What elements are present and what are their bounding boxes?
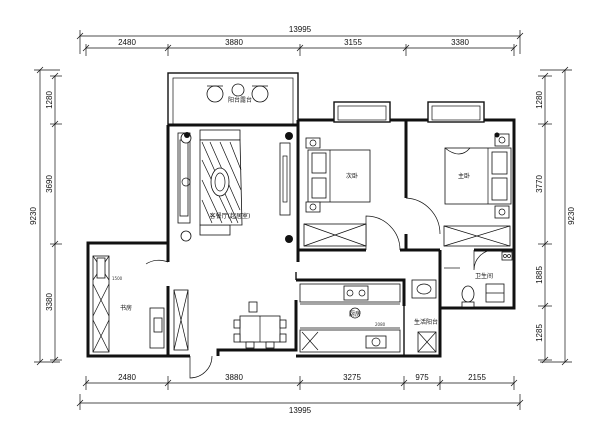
study-furniture bbox=[92, 255, 189, 353]
dining-table bbox=[233, 301, 287, 349]
master-furniture bbox=[443, 133, 512, 247]
room-label-bathroom: 卫生间 bbox=[475, 272, 493, 280]
kitchen-note: 2080 bbox=[375, 322, 386, 327]
dim-right-seg-2: 3770 bbox=[535, 175, 544, 193]
room-label-kitchen: 厨房 bbox=[349, 310, 361, 318]
plant-icons bbox=[184, 132, 500, 138]
walls bbox=[86, 72, 516, 358]
dim-left-total: 9230 bbox=[29, 207, 38, 225]
bottom-dimension-chain bbox=[76, 376, 524, 410]
dim-bottom-seg-5: 2155 bbox=[468, 373, 486, 382]
dim-top-seg-2: 3880 bbox=[225, 38, 243, 47]
dim-right-seg-3: 1885 bbox=[535, 266, 544, 284]
bedroom2-furniture bbox=[303, 137, 371, 247]
tv-cabinet bbox=[279, 132, 293, 243]
dim-top-seg-3: 3155 bbox=[344, 38, 362, 47]
dim-left-seg-1: 1280 bbox=[45, 91, 54, 109]
dim-bottom-total: 13995 bbox=[289, 406, 312, 415]
bathroom-fixtures bbox=[444, 251, 513, 308]
dim-left-seg-2: 3690 bbox=[45, 175, 54, 193]
sofa-group bbox=[177, 129, 243, 242]
dim-top-total: 13995 bbox=[289, 25, 312, 34]
dim-bottom-seg-1: 2480 bbox=[118, 373, 136, 382]
study-note: 1500 bbox=[112, 276, 123, 281]
balcony-chairs bbox=[206, 83, 269, 103]
room-label-bedroom2: 次卧 bbox=[346, 172, 358, 180]
right-dimension-chain bbox=[538, 66, 572, 366]
dim-bottom-seg-3: 3275 bbox=[343, 373, 361, 382]
dim-top-seg-4: 3380 bbox=[451, 38, 469, 47]
room-label-living: 客餐厅(起居室) bbox=[210, 212, 251, 220]
dim-top-seg-1: 2480 bbox=[118, 38, 136, 47]
dim-bottom-seg-2: 3880 bbox=[225, 373, 243, 382]
doors bbox=[145, 197, 495, 379]
dim-right-total: 9230 bbox=[567, 207, 576, 225]
room-label-master: 主卧 bbox=[458, 172, 470, 180]
utility-fixtures bbox=[411, 279, 437, 353]
kitchen-counter bbox=[299, 283, 401, 353]
dim-bottom-seg-4: 975 bbox=[415, 373, 429, 382]
room-label-utility: 生活阳台 bbox=[414, 318, 438, 326]
dim-right-seg-4: 1285 bbox=[535, 324, 544, 342]
room-label-balcony: 阳台露台 bbox=[228, 96, 252, 104]
dim-right-seg-1: 1280 bbox=[535, 91, 544, 109]
dim-left-seg-3: 3380 bbox=[45, 293, 54, 311]
left-dimension-chain bbox=[34, 66, 62, 366]
top-dimension-chain bbox=[76, 30, 524, 56]
room-label-study: 书房 bbox=[120, 304, 132, 312]
